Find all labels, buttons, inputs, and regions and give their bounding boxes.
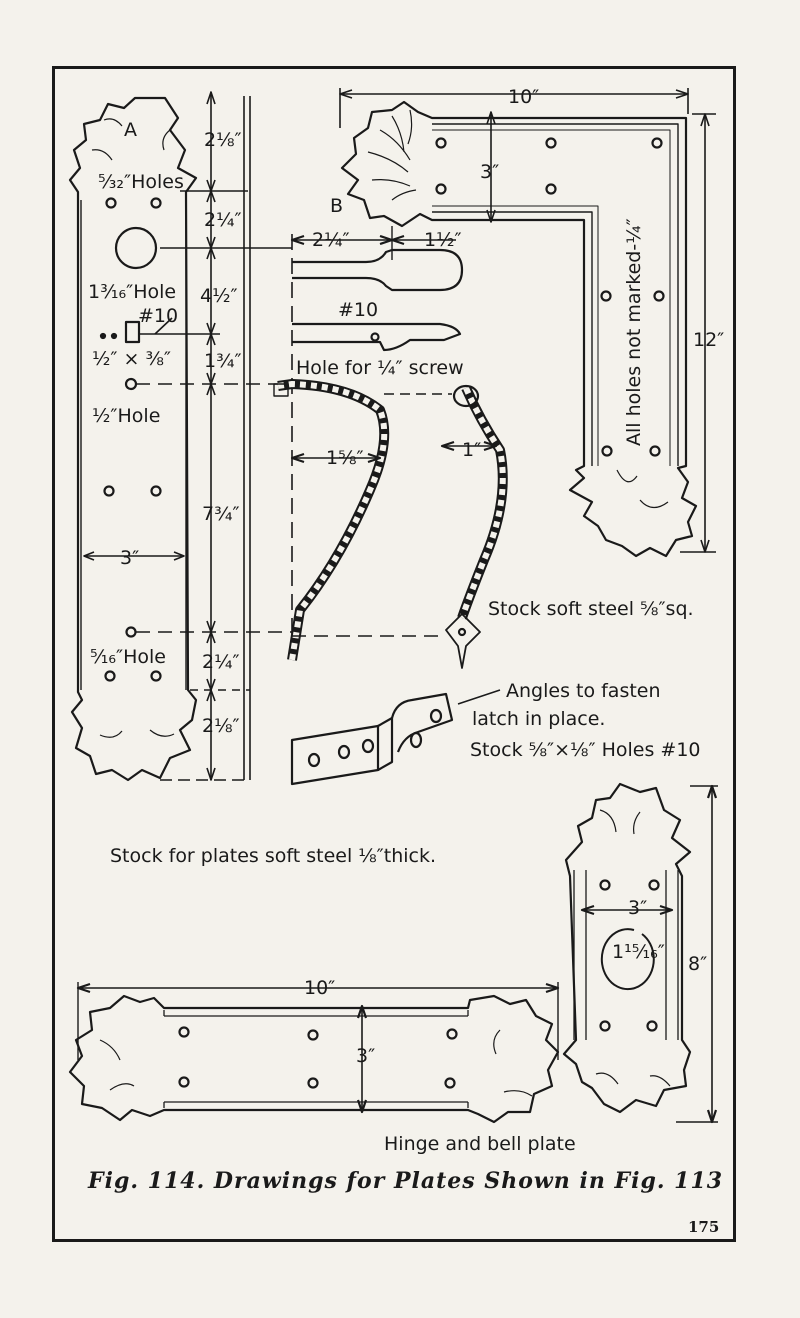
plate-b — [340, 100, 698, 558]
plate-a-half-hole-note: ½″Hole — [92, 405, 160, 427]
latch-dim-2: 1½″ — [424, 229, 462, 251]
plate-a-large-hole-note: 1³⁄₁₆″Hole — [88, 281, 176, 303]
plate-a-dim-6: 2¼″ — [202, 651, 240, 673]
bell-plate-height: 8″ — [688, 953, 707, 975]
figure-caption: Fig. 114. Drawings for Plates Shown in F… — [88, 1168, 724, 1194]
hinge-width: 10″ — [304, 977, 335, 999]
bell-plate — [562, 782, 718, 1124]
plate-a-small-hole-note: ⁵⁄₁₆″Hole — [90, 646, 166, 668]
plate-a-dim-5: 7¾″ — [202, 503, 240, 525]
plate-a-dim-2: 2¼″ — [204, 209, 242, 231]
plate-b-width: 10″ — [508, 86, 539, 108]
angle-brackets — [290, 689, 501, 786]
bell-plate-hole: 1¹⁵⁄₁₆″ — [612, 941, 665, 963]
plate-a-dim-7: 2⅛″ — [202, 715, 240, 737]
plate-stock-note: Stock for plates soft steel ⅛″thick. — [110, 845, 436, 867]
plate-b-dimension-lines — [339, 88, 716, 553]
latch-offset-2: 1″ — [462, 439, 481, 461]
plate-b-arm: 3″ — [480, 161, 499, 183]
plate-a-labels: A ⁵⁄₃₂″Holes 1³⁄₁₆″Hole #10 ½″ × ⅜″ ½″Ho… — [88, 119, 242, 737]
plate-b-height: 12″ — [693, 329, 724, 351]
hinge-height: 3″ — [356, 1045, 375, 1067]
latch-labels: 2¼″ 1½″ #10 Hole for ¼″ screw 1⅝″ 1″ Sto… — [296, 229, 694, 620]
plate-b-hole-note: All holes not marked-¼″ — [623, 218, 645, 446]
page-number: 175 — [688, 1218, 720, 1236]
plate-a-holes-note: ⁵⁄₃₂″Holes — [98, 171, 184, 193]
plate-b-labels: B 10″ 3″ 12″ All holes not marked-¼″ — [330, 86, 724, 446]
latch-dim-1: 2¼″ — [312, 229, 350, 251]
plate-a-width: 3″ — [120, 547, 139, 569]
plate-a-dim-4: 1¾″ — [204, 350, 242, 372]
latch-top-view — [290, 226, 464, 662]
latch-hole-number: #10 — [338, 299, 378, 321]
plate-a-dim-3: 4½″ — [200, 285, 238, 307]
page-frame — [52, 66, 736, 1242]
plate-a-dim-1: 2⅛″ — [204, 129, 242, 151]
latch-twisted-handle — [273, 379, 508, 669]
hinge-plate — [68, 982, 560, 1124]
angles-line-2: latch in place. — [472, 708, 605, 730]
bell-plate-width: 3″ — [628, 897, 647, 919]
plate-a-letter: A — [124, 119, 137, 141]
angles-labels: Angles to fasten latch in place. Stock ⅝… — [470, 680, 701, 761]
hinge-labels: 10″ 3″ Hinge and bell plate — [304, 977, 576, 1155]
plate-a — [68, 96, 198, 782]
latch-stock-note: Stock soft steel ⅝″sq. — [488, 598, 694, 620]
plate-a-screw-number: #10 — [138, 305, 178, 327]
latch-screw-hole-note: Hole for ¼″ screw — [296, 357, 464, 379]
bell-plate-labels: 3″ 8″ 1¹⁵⁄₁₆″ — [612, 897, 707, 975]
plate-a-dimension-line — [83, 91, 292, 781]
latch-offset-1: 1⅝″ — [326, 447, 364, 469]
plate-a-slot-note: ½″ × ⅜″ — [92, 348, 171, 370]
angles-line-3: Stock ⅝″×⅛″ Holes #10 — [470, 739, 701, 761]
hinge-bell-plate-label: Hinge and bell plate — [384, 1133, 576, 1155]
angles-line-1: Angles to fasten — [506, 680, 661, 702]
plate-b-letter: B — [330, 195, 343, 217]
